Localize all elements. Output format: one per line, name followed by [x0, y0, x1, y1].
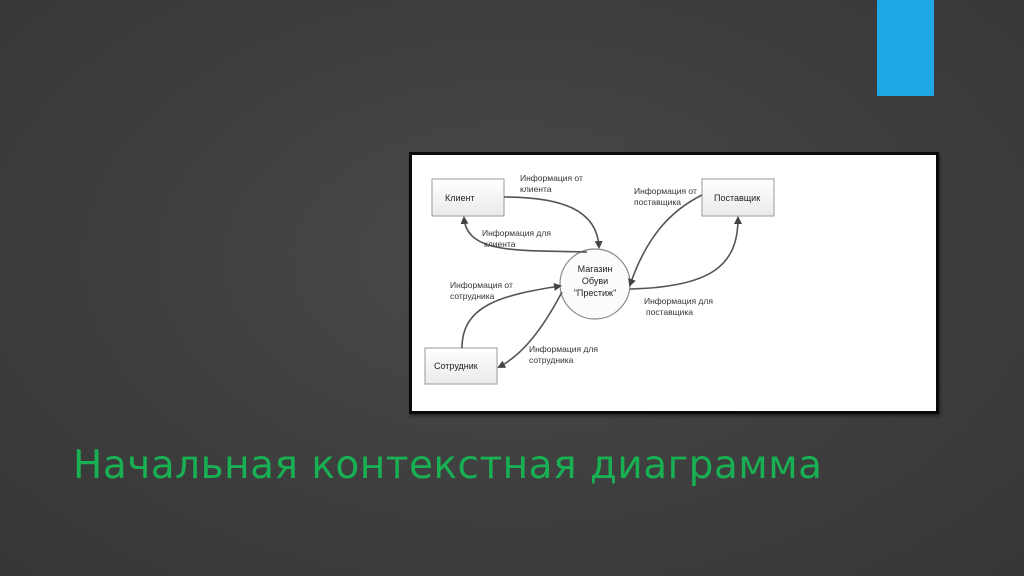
flow-label-to-supplier-1: Информация для — [644, 296, 713, 306]
flow-label-to-employee-2: сотрудника — [529, 355, 574, 365]
context-diagram: Клиент Поставщик Сотрудник Магазин Обуви… — [409, 152, 939, 414]
flow-to-supplier — [629, 216, 742, 290]
flow-label-from-employee-1: Информация от — [450, 280, 513, 290]
flow-from-client — [503, 196, 603, 249]
flow-to-employee — [497, 291, 563, 368]
entity-employee: Сотрудник — [424, 347, 498, 385]
flow-label-to-employee-1: Информация для — [529, 344, 598, 354]
slide-title: Начальная контекстная диаграмма — [73, 443, 823, 488]
flow-label-from-supplier-2: поставщика — [634, 197, 681, 207]
flow-label-from-supplier-1: Информация от — [634, 186, 697, 196]
entity-employee-label: Сотрудник — [434, 361, 478, 371]
flow-label-to-supplier-2: поставщика — [646, 307, 693, 317]
flow-to-client — [460, 216, 588, 253]
process-store: Магазин Обуви "Престиж" — [559, 248, 631, 320]
process-label-line2: Обуви — [582, 276, 608, 286]
flow-from-supplier — [628, 194, 703, 287]
entity-client: Клиент — [431, 178, 505, 217]
flow-label-from-client-2: клиента — [520, 184, 552, 194]
entity-supplier: Поставщик — [701, 178, 775, 217]
process-label-line1: Магазин — [578, 264, 613, 274]
flow-label-to-client-1: Информация для — [482, 228, 551, 238]
flow-from-employee — [461, 282, 562, 349]
flow-label-from-client-1: Информация от — [520, 173, 583, 183]
flow-label-to-client-2: клиента — [484, 239, 516, 249]
process-label-line3: "Престиж" — [574, 288, 617, 298]
entity-supplier-label: Поставщик — [714, 193, 760, 203]
flow-label-from-employee-2: сотрудника — [450, 291, 495, 301]
accent-bar — [877, 0, 934, 96]
entity-client-label: Клиент — [445, 193, 475, 203]
